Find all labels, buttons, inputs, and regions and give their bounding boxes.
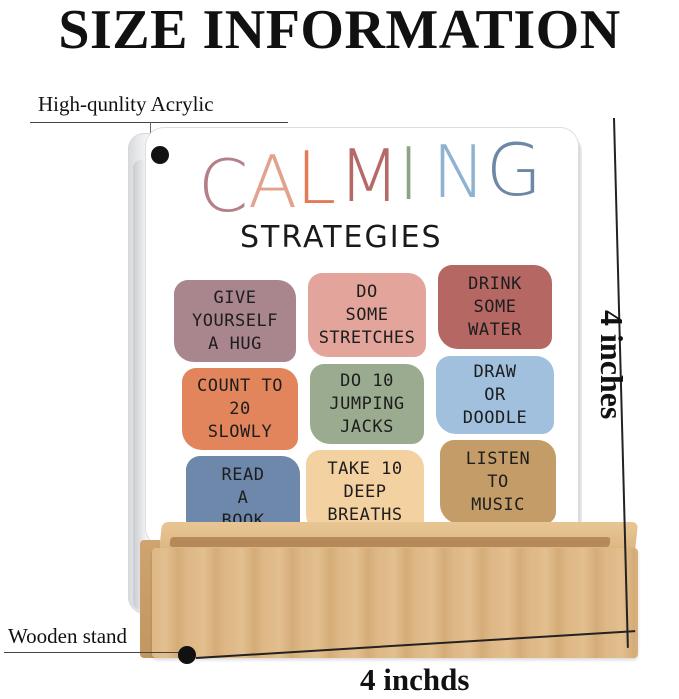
strategy-card: GIVE YOURSELF A HUG — [174, 280, 296, 362]
wooden-stand-front — [152, 548, 638, 658]
title-letter: N — [432, 130, 486, 214]
strategy-card: DO 10 JUMPING JACKS — [310, 364, 424, 444]
strategy-card: DRINK SOME WATER — [438, 265, 552, 349]
strategy-card: COUNT TO 20 SLOWLY — [182, 368, 298, 450]
wooden-stand-slot — [169, 537, 611, 547]
strategy-card: TAKE 10 DEEP BREATHS — [306, 450, 424, 534]
title-letter: C — [198, 144, 249, 228]
strategy-card: DRAW OR DOODLE — [436, 356, 554, 434]
page-title: SIZE INFORMATION — [58, 0, 621, 61]
stand-callout-line — [4, 652, 190, 653]
sign-subtitle: STRATEGIES — [240, 220, 443, 255]
title-letter: M — [338, 134, 401, 218]
title-letter: A — [248, 140, 298, 224]
stand-callout-label: Wooden stand — [8, 624, 128, 648]
title-letter: G — [486, 128, 542, 212]
strategy-card: DO SOME STRETCHES — [308, 273, 426, 357]
strategy-card: LISTEN TO MUSIC — [440, 440, 556, 524]
width-dimension-label: 4 inchds — [360, 662, 470, 697]
acrylic-callout-label: High-qunlity Acrylic — [38, 92, 214, 116]
stand-marker-dot — [178, 646, 196, 664]
sign-title: C A L M I N G — [196, 130, 542, 228]
title-letter: L — [296, 136, 337, 220]
title-letter: I — [398, 132, 420, 216]
acrylic-marker-dot — [151, 146, 169, 164]
acrylic-callout-line — [30, 122, 288, 123]
height-dimension-label: 4 inches — [594, 310, 630, 420]
